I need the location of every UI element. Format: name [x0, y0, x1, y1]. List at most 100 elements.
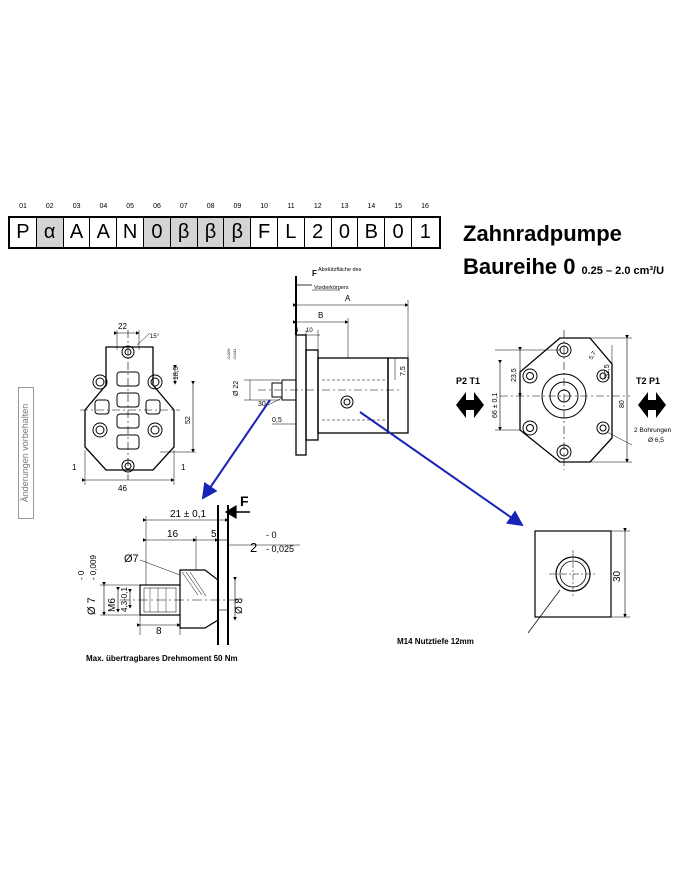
side-view-dims: F Abstützfläche des Vorderkörpers A B 4 …: [226, 267, 407, 424]
code-index: 09: [233, 203, 242, 210]
rear-view: [495, 330, 633, 470]
dim-80: 80: [619, 400, 626, 408]
leader-shaft: [201, 399, 271, 500]
dim-7-5: 7,5: [400, 366, 407, 376]
code-cell: A: [90, 218, 118, 247]
code-index: 15: [394, 203, 403, 210]
code-index: 06: [153, 203, 161, 210]
code-cell: 1: [419, 221, 431, 243]
dim-66: 66 ± 0,1: [492, 393, 499, 418]
tol-lower: -0,041: [232, 348, 237, 360]
dim-2: 2: [250, 540, 257, 555]
dim-8: 8: [156, 626, 162, 637]
code-index: 13: [340, 203, 349, 210]
dim-d7: Ø 7: [86, 597, 98, 615]
code-index: 08: [206, 203, 215, 210]
dim-B: B: [318, 311, 323, 320]
dim-d7-lower: - 0,009: [89, 555, 98, 580]
code-cell: N: [117, 218, 144, 247]
code-index: 03: [72, 203, 81, 210]
code-index: 04: [99, 203, 108, 210]
code-cell: 0: [385, 218, 412, 247]
dim-30: 30: [612, 570, 623, 582]
code-cell: A: [64, 218, 91, 247]
code-index: 01: [19, 203, 27, 210]
dim-22: 22: [118, 322, 127, 331]
dim-1-left: 1: [72, 463, 77, 472]
port-caption: M14 Nutztiefe 12mm: [397, 637, 474, 646]
dim-m6: M6: [107, 598, 118, 612]
arrow-left-icon-2: [638, 392, 652, 418]
code-cell: β: [197, 218, 225, 247]
torque-caption: Max. übertragbares Drehmoment 50 Nm: [86, 654, 238, 663]
rear-view-dims: 23,5 32,5 66 ± 0,1 80 5,7 2 Bohrungen Ø …: [456, 350, 672, 444]
dim-A: A: [345, 294, 351, 303]
dim-F: F: [312, 269, 317, 278]
dim-d7-small: Ø7: [124, 553, 139, 565]
dim-5: 5: [211, 529, 217, 540]
dim-4-3: 4,3-0,1: [120, 587, 129, 612]
code-cell: B: [358, 218, 386, 247]
code-index: 16: [421, 203, 429, 210]
code-index: 14: [367, 203, 376, 210]
code-cell: 2: [305, 218, 332, 247]
displacement-range: 0.25 – 2.0 cm³/U: [581, 265, 665, 277]
side-view: [244, 276, 409, 456]
shaft-detail-dims: F 21 ± 0,1 16 5 2 - 0 - 0,025 Ø7 Ø 7 - 0…: [77, 493, 294, 663]
title-line1: Zahnradpumpe: [463, 221, 622, 246]
code-cell: 0: [332, 218, 359, 247]
dim-23-5: 23,5: [511, 368, 518, 382]
code-cell: L: [278, 218, 305, 247]
dim-52: 52: [185, 416, 192, 424]
dim-1-right: 1: [181, 463, 186, 472]
dim-30-angle: 30: [258, 401, 266, 408]
bore-label-1: 2 Bohrungen: [634, 427, 672, 434]
title-series: Baureihe 0: [463, 254, 576, 279]
code-index: 02: [45, 203, 54, 210]
code-cell: F: [251, 218, 278, 247]
dim-10: 10: [306, 328, 313, 334]
flow-arrows: [456, 392, 666, 418]
dim-0-5: 0,5: [272, 417, 282, 424]
code-index: 10: [260, 203, 269, 210]
dim-18-5: 18,5: [173, 366, 180, 380]
leader-port: [359, 411, 524, 527]
dim-2-lower: - 0,025: [266, 544, 294, 554]
code-cell: β: [170, 218, 198, 247]
dim-d8: Ø 8: [234, 597, 245, 614]
dim-32-5: 32,5: [604, 364, 611, 378]
port-labels-right: T2 P1: [636, 376, 660, 386]
port-detail: [527, 528, 630, 634]
dim-angle: 15°: [150, 334, 160, 340]
shaft-detail: [100, 504, 300, 645]
arrow-right-icon: [470, 392, 484, 418]
dim-16: 16: [167, 529, 179, 540]
code-cell: α: [36, 218, 64, 247]
arrow-right-icon-2: [652, 392, 666, 418]
code-cell: P: [10, 218, 37, 247]
dim-2-upper: - 0: [266, 530, 277, 540]
tol-upper: -0,020: [226, 348, 231, 360]
port-labels-left: P2 T1: [456, 376, 480, 386]
title-line2: Baureihe 0 0.25 – 2.0 cm³/U: [463, 254, 664, 280]
code-cell: β: [224, 218, 252, 247]
dim-21: 21 ± 0,1: [170, 509, 207, 520]
dim-d22: Ø 22: [233, 381, 240, 396]
shaft-F: F: [240, 493, 249, 509]
dim-46: 46: [118, 484, 127, 493]
code-index: 07: [179, 203, 188, 210]
dim-5-7: 5,7: [589, 350, 599, 361]
code-cell: 0: [143, 218, 171, 247]
support-note-2: Vorderkörpers: [314, 285, 349, 291]
front-view-dims: 22 15° 18,5 52 1 1 46: [72, 322, 192, 493]
code-index: 05: [126, 203, 135, 210]
code-index: 11: [287, 203, 295, 210]
port-detail-dims: 30 M14 Nutztiefe 12mm: [397, 570, 623, 646]
code-index: 12: [313, 203, 322, 210]
dim-4: 4: [295, 328, 299, 334]
arrow-left-icon: [456, 392, 470, 418]
support-note-1: Abstützfläche des: [318, 267, 362, 273]
dim-d7-upper: - 0: [77, 570, 86, 580]
